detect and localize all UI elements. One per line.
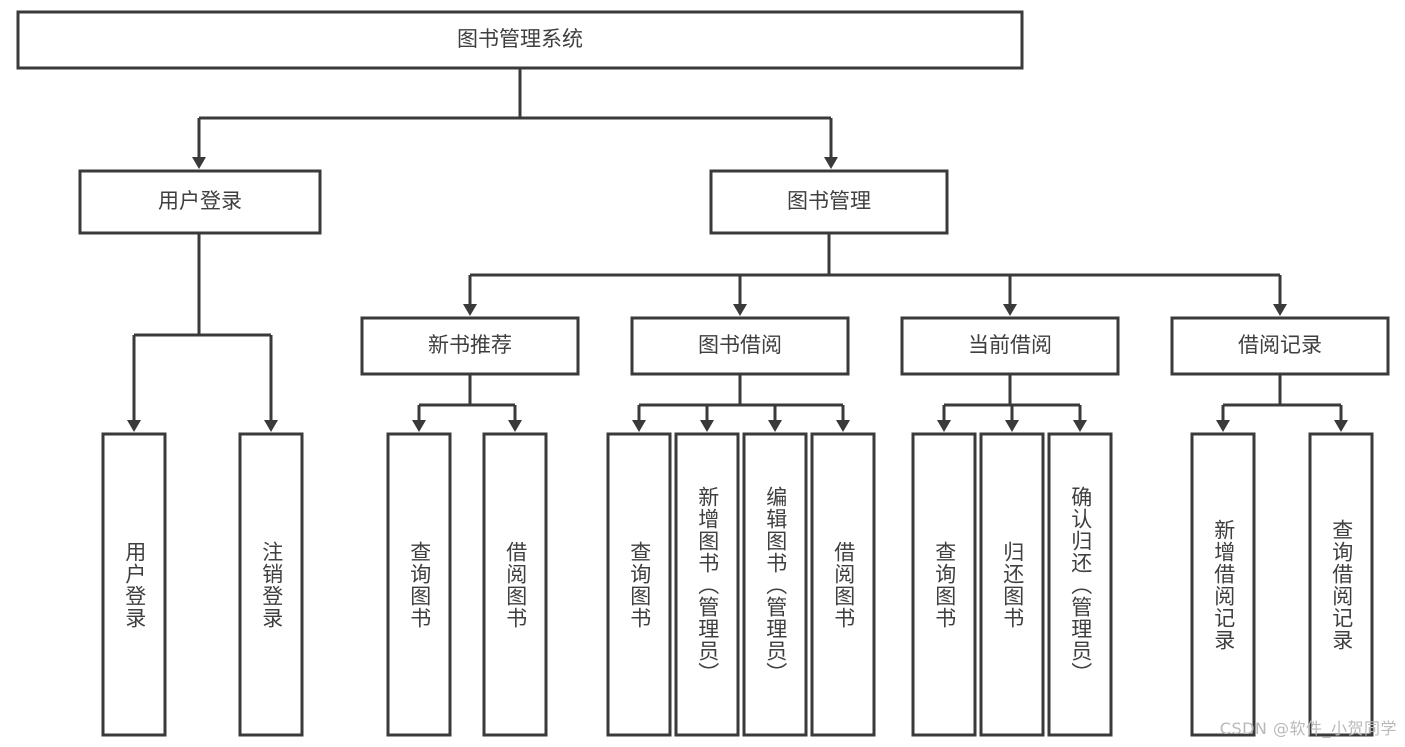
node-box-leaf-confirm-return[interactable] xyxy=(1047,432,1113,737)
node-box-leaf-return-book[interactable] xyxy=(979,432,1045,737)
watermark-text: CSDN @软件_小贺同学 xyxy=(1219,719,1397,738)
node-box-leaf-user-login[interactable] xyxy=(101,432,167,737)
node-box-current-borrow[interactable] xyxy=(900,316,1120,376)
node-box-leaf-add-book[interactable] xyxy=(674,432,740,737)
node-box-user-login[interactable] xyxy=(78,169,322,235)
node-box-book-manage[interactable] xyxy=(709,169,949,235)
node-box-leaf-borrow-book[interactable] xyxy=(810,432,876,737)
node-box-new-book-recommend[interactable] xyxy=(360,316,580,376)
node-box-leaf-add-borrow-record[interactable] xyxy=(1190,432,1256,737)
node-box-leaf-query-book-recommend[interactable] xyxy=(386,432,452,737)
node-box-leaf-edit-book[interactable] xyxy=(742,432,808,737)
node-box-root[interactable] xyxy=(16,10,1024,70)
node-box-book-borrow[interactable] xyxy=(630,316,850,376)
node-box-leaf-query-borrow-record[interactable] xyxy=(1308,432,1374,737)
node-box-leaf-logout[interactable] xyxy=(238,432,304,737)
node-box-leaf-query-book-current[interactable] xyxy=(911,432,977,737)
node-box-leaf-query-book-borrow[interactable] xyxy=(606,432,672,737)
node-box-borrow-record[interactable] xyxy=(1170,316,1390,376)
node-box-leaf-borrow-book-recommend[interactable] xyxy=(482,432,548,737)
